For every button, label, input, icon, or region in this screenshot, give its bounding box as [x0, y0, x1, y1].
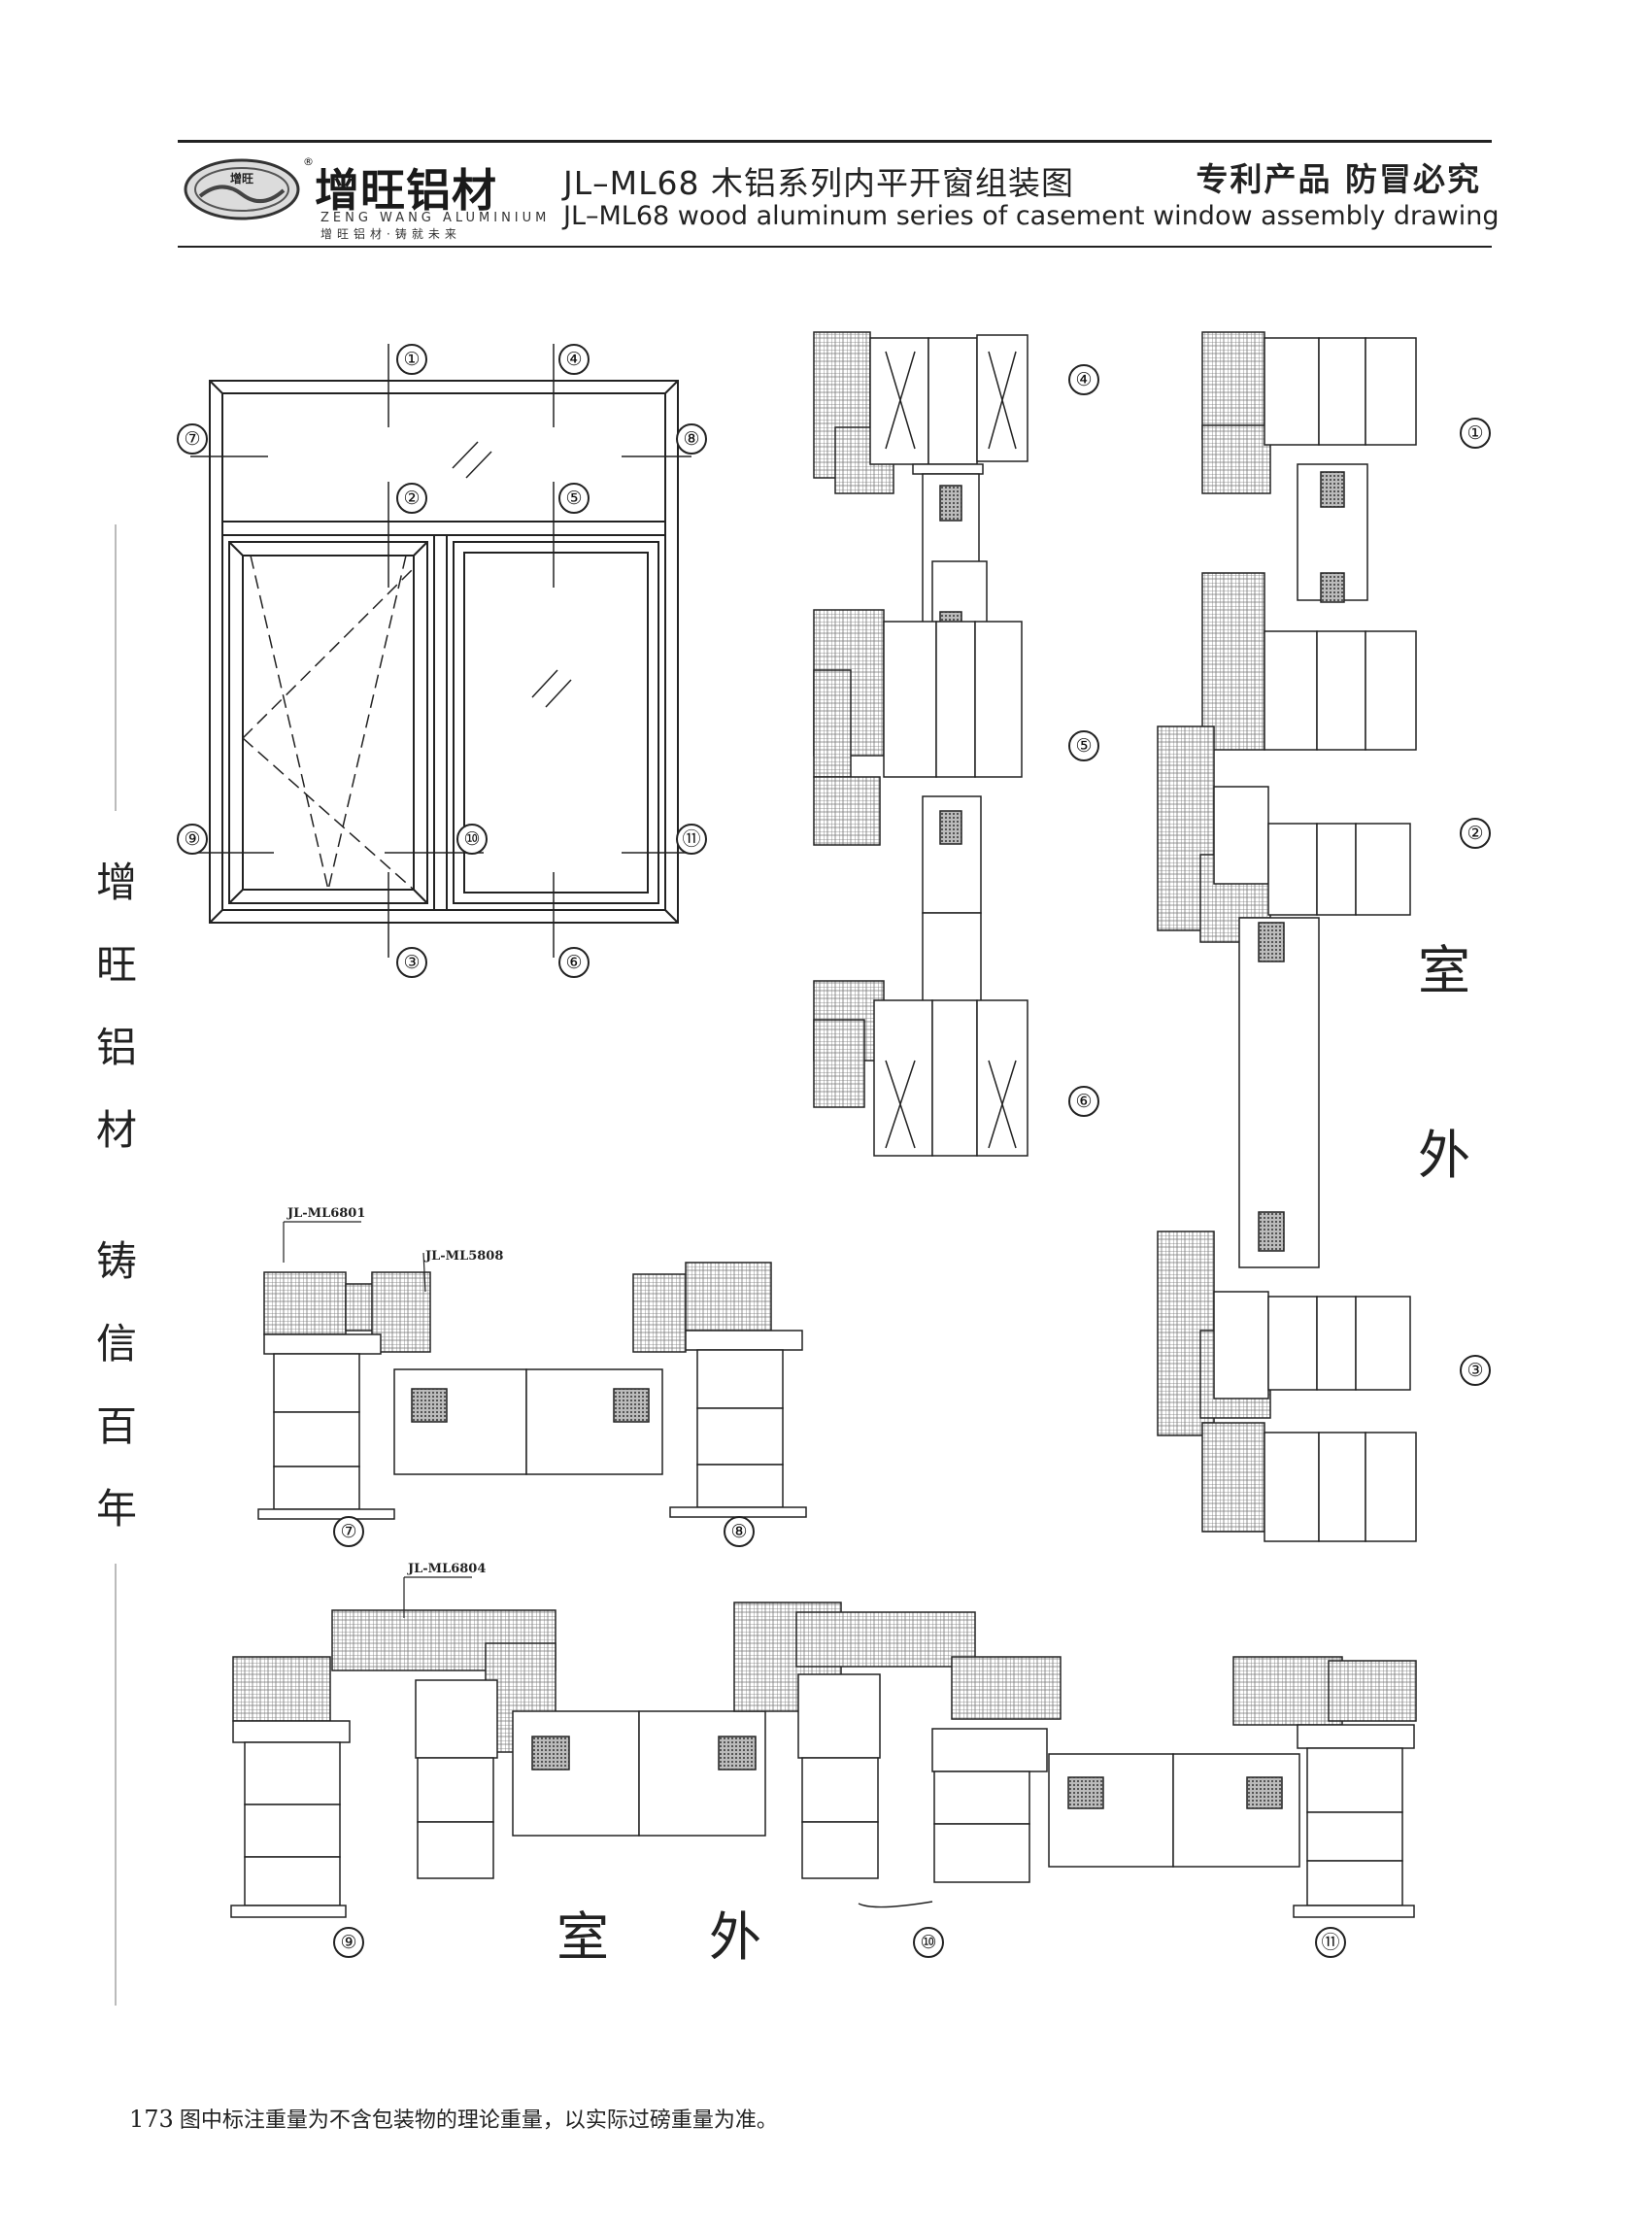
side-char: 百 — [95, 1402, 137, 1450]
side-rule-bottom — [115, 1564, 117, 2006]
vertical-section-456 — [813, 331, 1028, 1157]
registered-mark: ® — [303, 155, 314, 168]
section-label: ③ — [1460, 1355, 1491, 1386]
header-bottom-rule — [178, 246, 1492, 248]
side-char: 材 — [95, 1106, 137, 1154]
section-label: ④ — [1068, 364, 1099, 395]
section-label: ⑨ — [333, 1927, 364, 1958]
vertical-section-123 — [1157, 331, 1417, 1542]
side-char: 信 — [95, 1320, 137, 1367]
section-label: ② — [1460, 818, 1491, 849]
side-char: 旺 — [95, 941, 137, 989]
marker-circle: ⑥ — [558, 947, 590, 978]
brand-name: 增旺铝材 — [315, 164, 497, 217]
room-label-indoor: 室 — [1418, 940, 1470, 1001]
header-top-rule — [178, 140, 1492, 143]
side-char: 铝 — [95, 1024, 137, 1071]
page-number: 173 — [129, 2106, 174, 2133]
section-label: ⑩ — [913, 1927, 944, 1958]
marker-circle: ⑦ — [177, 423, 208, 455]
marker-circle: ⑪ — [676, 824, 707, 855]
section-label: ① — [1460, 418, 1491, 449]
room-label-outdoor: 外 — [1418, 1125, 1470, 1186]
part-label-ml6804: JL-ML6804 — [408, 1562, 487, 1576]
part-label-leaders — [283, 1221, 472, 1618]
section-label: ⑧ — [724, 1516, 755, 1547]
marker-circle: ⑤ — [558, 483, 590, 514]
page-title-en: JL–ML68 wood aluminum series of casement… — [563, 201, 1500, 231]
window-elevation — [190, 344, 691, 958]
room-label-outdoor: 外 — [709, 1906, 761, 1968]
marker-circle: ⑨ — [177, 824, 208, 855]
page-title-cn: JL–ML68 木铝系列内平开窗组装图 — [563, 164, 1074, 202]
section-label: ⑪ — [1315, 1927, 1346, 1958]
marker-circle: ⑧ — [676, 423, 707, 455]
logo-mark-text: 增旺 — [230, 171, 253, 186]
section-label: ⑦ — [333, 1516, 364, 1547]
marker-circle: ③ — [396, 947, 427, 978]
side-char: 铸 — [95, 1237, 137, 1285]
section-label: ⑥ — [1068, 1086, 1099, 1117]
marker-circle: ⑩ — [456, 824, 488, 855]
side-char: 年 — [95, 1485, 137, 1533]
brand-logo-icon: 增旺 — [184, 158, 300, 220]
marker-circle: ① — [396, 344, 427, 375]
side-rule-top — [115, 524, 117, 811]
horizontal-section-91011 — [230, 1602, 1417, 1918]
marker-circle: ④ — [558, 344, 590, 375]
footer-text: 图中标注重量为不含包装物的理论重量，以实际过磅重量为准。 — [179, 2108, 778, 2133]
marker-circle: ② — [396, 483, 427, 514]
room-label-indoor: 室 — [556, 1906, 609, 1968]
section-label: ⑤ — [1068, 730, 1099, 761]
horizontal-section-78 — [257, 1262, 807, 1520]
side-char: 增 — [95, 859, 137, 906]
part-label-ml5808: JL-ML5808 — [425, 1249, 504, 1264]
brand-english-name: ZENG WANG ALUMINIUM — [320, 211, 551, 225]
patent-notice: 专利产品 防冒必究 — [1196, 160, 1481, 198]
part-label-ml6801: JL-ML6801 — [287, 1206, 366, 1221]
brand-slogan: 增旺铝材·铸就未来 — [320, 227, 461, 241]
